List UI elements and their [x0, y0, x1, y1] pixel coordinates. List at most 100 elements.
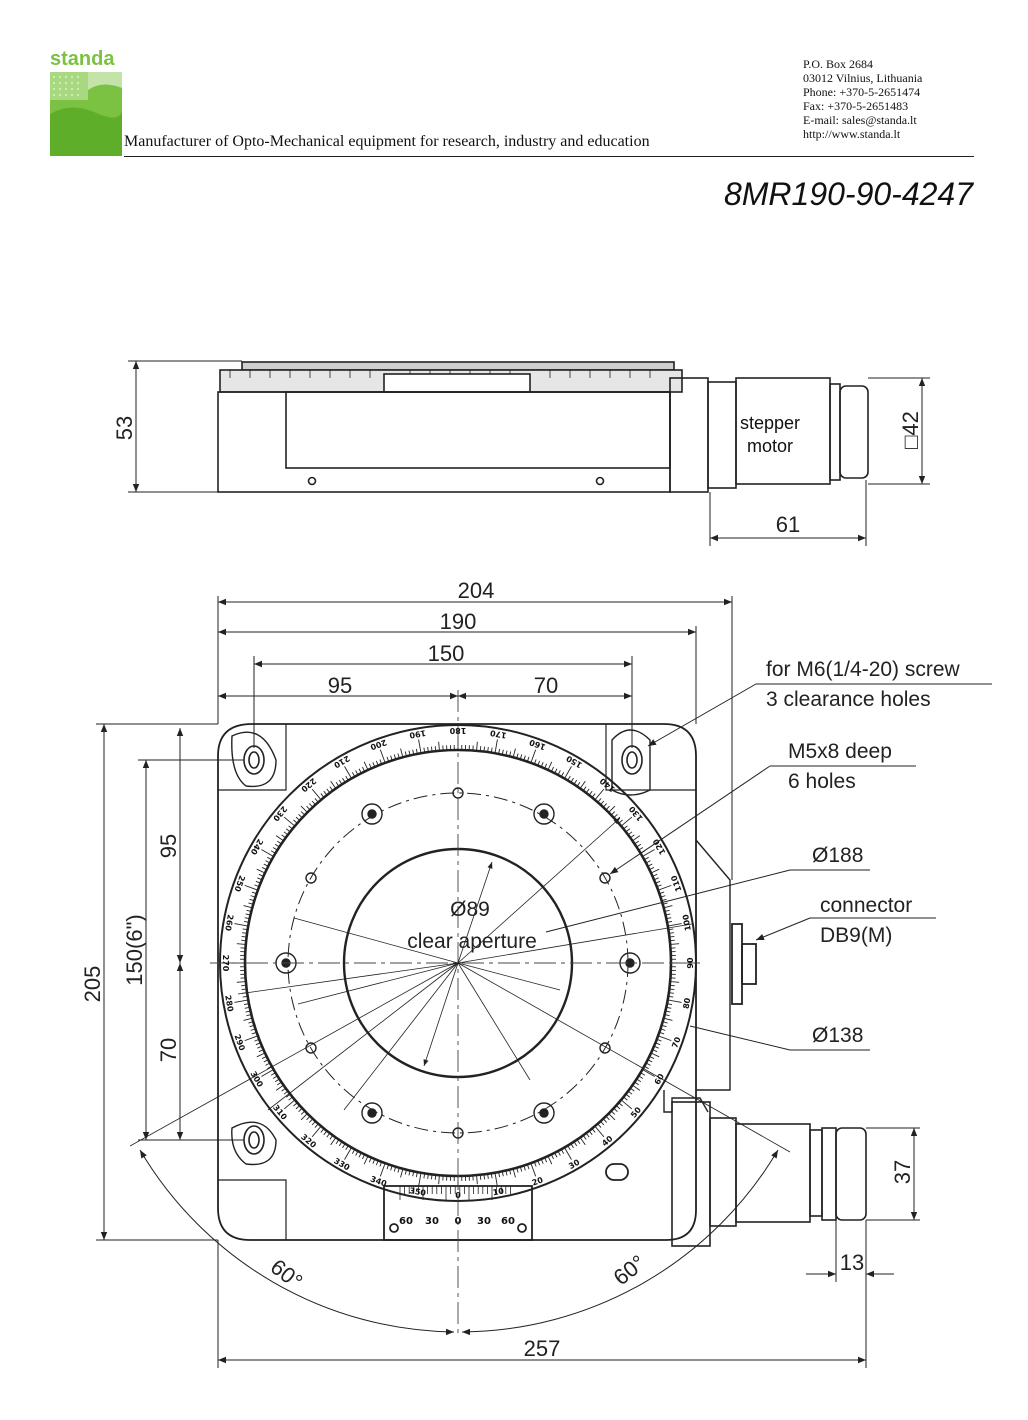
- scale-tick: [390, 755, 393, 761]
- scale-tick: [547, 761, 553, 771]
- top-dimensions: [96, 596, 920, 1368]
- contact-block: P.O. Box 2684 03012 Vilnius, Lithuania P…: [803, 57, 922, 141]
- scale-tick: [630, 1087, 635, 1092]
- scale-tick: [323, 1130, 328, 1136]
- scale-tick: [335, 1139, 340, 1144]
- scale-tick: [363, 1155, 369, 1165]
- scale-tick: [650, 868, 660, 874]
- scale-tick: [666, 917, 672, 920]
- scale-tick: [560, 772, 565, 777]
- stepper-motor: [735, 1123, 811, 1223]
- counterbore: [361, 1102, 383, 1124]
- scale-label: 170: [489, 728, 507, 740]
- rotary-top-plate: [241, 361, 675, 371]
- scale-tick: [662, 1021, 668, 1024]
- scale-tick: [509, 751, 512, 757]
- scale-tick: [326, 788, 331, 794]
- scale-tick: [275, 835, 284, 842]
- contact-line: E-mail: sales@standa.lt: [803, 113, 917, 127]
- scale-tick: [288, 825, 293, 830]
- scale-tick: [277, 1081, 282, 1086]
- motor-collar: [809, 1129, 823, 1217]
- contact-line: Phone: +370-5-2651474: [803, 85, 921, 99]
- scale-tick: [306, 805, 311, 811]
- scale-tick: [393, 754, 397, 760]
- scale-tick: [588, 790, 593, 796]
- scale-tick: [630, 834, 635, 839]
- scale-tick: [311, 1120, 316, 1126]
- scale-tick: [537, 760, 541, 766]
- knob-side: [829, 383, 841, 481]
- scale-tick: [320, 1128, 325, 1133]
- knob-scale: [821, 1127, 837, 1221]
- scale-tick: [627, 831, 633, 836]
- scale-label: 10: [492, 1186, 505, 1197]
- scale-tick: [667, 1003, 673, 1006]
- scale-tick: [408, 750, 411, 756]
- header: standa Manufacturer of Opto-Mechanical e…: [0, 0, 1028, 170]
- scale-tick: [659, 891, 665, 895]
- dim-95: 95: [328, 673, 352, 698]
- model-number: 8MR190-90-4247: [723, 176, 973, 212]
- callout-connector-1: connector: [820, 894, 912, 917]
- scale-tick: [342, 1143, 346, 1149]
- scale-tick: [658, 1035, 672, 1042]
- scale-tick: [397, 753, 400, 759]
- scale-tick: [668, 932, 674, 934]
- scale-tick: [649, 1055, 655, 1059]
- scale-tick: [255, 880, 261, 884]
- scale-tick: [242, 928, 248, 931]
- scale-tick: [661, 1024, 667, 1028]
- scale-tick: [298, 1107, 303, 1113]
- scale-tick: [243, 1017, 253, 1021]
- scale-tick: [263, 863, 269, 867]
- scale-tick: [281, 834, 286, 839]
- vernier-screw: [389, 1223, 399, 1233]
- side-hole: [307, 476, 317, 486]
- contact-line: 03012 Vilnius, Lithuania: [803, 71, 923, 85]
- scale-tick: [320, 793, 325, 798]
- scale-tick: [658, 884, 672, 891]
- scale-label: 280: [223, 994, 235, 1012]
- scale-tick: [625, 828, 631, 833]
- dim-204: 204: [458, 578, 495, 603]
- callout-m5-1: M5x8 deep: [788, 740, 892, 763]
- scale-tick: [585, 788, 590, 794]
- scale-tick: [540, 762, 544, 768]
- scale-tick: [605, 805, 610, 811]
- clearance-hole-inner: [626, 751, 638, 769]
- scale-tick: [244, 1035, 258, 1042]
- scale-tick: [620, 816, 633, 827]
- scale-tick: [379, 749, 386, 763]
- connector-housing: [695, 839, 731, 1091]
- scale-tick: [638, 1075, 644, 1079]
- scale-tick: [283, 831, 289, 836]
- scale-tick: [256, 1052, 266, 1058]
- scale-tick: [372, 762, 376, 768]
- scale-label: 0: [455, 1191, 461, 1200]
- scale-tick: [669, 935, 675, 938]
- scale-tick: [251, 1031, 257, 1035]
- stage-body: [217, 723, 697, 1241]
- scale-tick: [567, 775, 571, 781]
- scale-tick: [653, 877, 659, 881]
- scale-tick: [665, 1010, 671, 1013]
- vernier-label: 0: [455, 1216, 462, 1227]
- scale-tick: [258, 1049, 264, 1053]
- side-hole: [595, 476, 605, 486]
- scale-tick: [277, 840, 282, 845]
- scale-tick: [669, 984, 675, 987]
- scale-tick: [570, 777, 574, 783]
- scale-tick: [363, 761, 369, 771]
- scale-tick: [270, 1072, 276, 1076]
- scale-tick: [329, 786, 334, 791]
- scale-tick: [245, 913, 251, 916]
- scale-tick: [613, 813, 618, 819]
- scale-tick: [295, 1105, 301, 1110]
- scale-label: 270: [221, 955, 230, 972]
- stage-corner-tl: [218, 724, 287, 791]
- dim-37: 37: [890, 1160, 915, 1184]
- scale-tick: [254, 884, 260, 888]
- scale-tick: [311, 800, 316, 806]
